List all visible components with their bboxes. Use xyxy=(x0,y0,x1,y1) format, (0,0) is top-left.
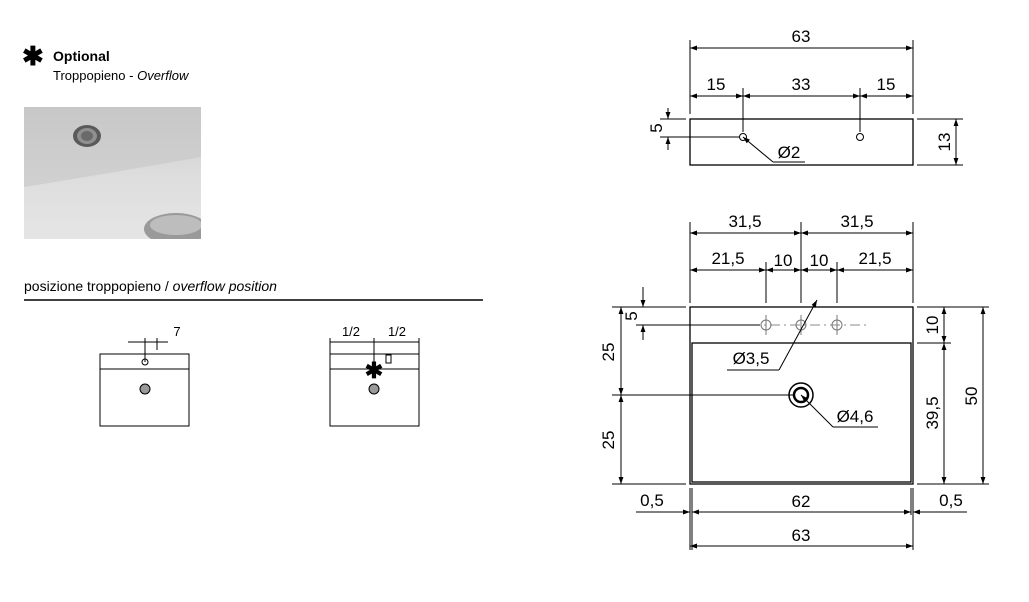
pv-label-315-left: 31,5 xyxy=(728,212,761,231)
tv-label-hole: Ø2 xyxy=(778,143,801,162)
tv-label-13: 13 xyxy=(935,133,954,152)
tv-leader-hole xyxy=(742,136,774,163)
pv-label-63-bottom: 63 xyxy=(792,526,811,545)
pv-label-tap: Ø3,5 xyxy=(733,349,770,368)
small-right-drain xyxy=(368,383,380,395)
top-view xyxy=(660,40,963,166)
pv-label-50: 50 xyxy=(962,387,981,406)
legend-subtitle-en: Overflow xyxy=(137,68,189,83)
tv-label-5: 5 xyxy=(647,123,666,132)
small-right-tap xyxy=(385,354,392,364)
tv-label-15-left: 15 xyxy=(707,75,726,94)
pv-label-05-right: 0,5 xyxy=(939,491,963,510)
small-left-dim-label: 7 xyxy=(173,324,180,339)
asterisk-icon: ✱ xyxy=(22,41,44,71)
pv-label-25-bottom: 25 xyxy=(599,431,618,450)
position-title-en: overflow position xyxy=(172,278,277,294)
pv-label-315-right: 31,5 xyxy=(840,212,873,231)
position-title-it: posizione troppopieno / xyxy=(24,278,173,294)
legend-subtitle-it: Troppopieno - xyxy=(53,68,138,83)
photo-shadow xyxy=(24,107,201,187)
small-right-asterisk-icon: ✱ xyxy=(365,358,383,383)
tv-label-33: 33 xyxy=(792,75,811,94)
small-view-left xyxy=(99,338,190,427)
small-left-overflow-hole xyxy=(141,358,149,366)
tv-label-63: 63 xyxy=(792,27,811,46)
drain-cap-top xyxy=(150,215,201,235)
small-view-right xyxy=(329,338,420,427)
top-view-body xyxy=(689,118,914,166)
pv-label-10-right: 10 xyxy=(810,251,829,270)
overflow-photo xyxy=(24,107,201,239)
overflow-photo-art xyxy=(24,107,201,239)
pv-label-05-left: 0,5 xyxy=(640,491,664,510)
overflow-center xyxy=(81,131,93,141)
small-right-dim-label-right: 1/2 xyxy=(388,324,406,339)
tv-label-15-right: 15 xyxy=(877,75,896,94)
overflow-position-title: posizione troppopieno / overflow positio… xyxy=(24,278,277,294)
pv-leader-drain xyxy=(800,394,834,428)
plan-view xyxy=(612,222,989,550)
plan-basin xyxy=(691,342,912,483)
pv-label-215-right: 21,5 xyxy=(858,249,891,268)
pv-label-62: 62 xyxy=(792,492,811,511)
pv-label-25-top: 25 xyxy=(599,343,618,362)
small-left-drain xyxy=(139,383,151,395)
pv-leader-tap xyxy=(778,299,818,371)
legend-subtitle: Troppopieno - Overflow xyxy=(53,68,188,83)
pv-label-215-left: 21,5 xyxy=(711,249,744,268)
small-right-dim-label-left: 1/2 xyxy=(342,324,360,339)
pv-label-10-v: 10 xyxy=(923,316,942,335)
pv-label-395: 39,5 xyxy=(923,396,942,429)
legend-title: Optional xyxy=(53,48,110,64)
tv-hole-right xyxy=(856,133,864,141)
pv-label-drain: Ø4,6 xyxy=(837,407,874,426)
pv-label-10-left: 10 xyxy=(774,251,793,270)
pv-label-5: 5 xyxy=(622,311,641,320)
